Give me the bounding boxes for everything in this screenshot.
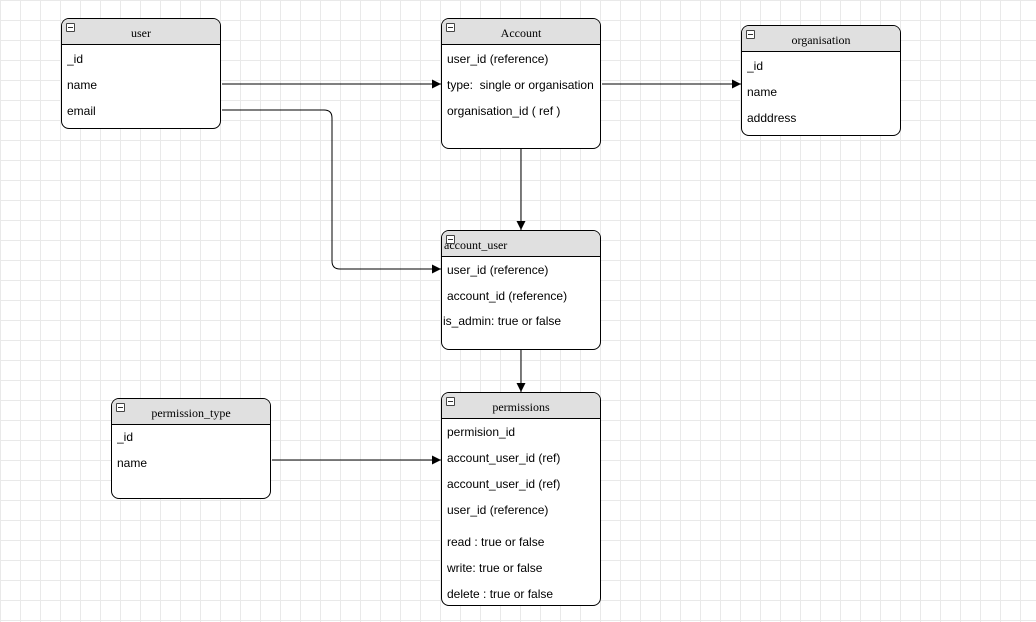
field-row: name	[117, 456, 148, 470]
entity-title: permissions	[492, 400, 550, 414]
entity-account-user[interactable]: account_user user_id (reference) account…	[441, 230, 601, 350]
field-row: user_id (reference)	[447, 52, 549, 66]
entity-header[interactable]: permissions	[442, 393, 600, 419]
collapse-icon[interactable]	[66, 23, 75, 32]
field-row: name	[67, 78, 98, 92]
entity-header[interactable]: organisation	[742, 26, 900, 52]
field-row: user_id (reference)	[447, 503, 549, 517]
field-row: _id	[117, 430, 134, 444]
field-row: read : true or false	[447, 535, 545, 549]
field-row: name	[747, 85, 778, 99]
collapse-icon[interactable]	[446, 397, 455, 406]
collapse-icon[interactable]	[446, 23, 455, 32]
collapse-icon[interactable]	[116, 403, 125, 412]
entity-organisation[interactable]: organisation _id name adddress	[741, 25, 901, 136]
field-row: account_user_id (ref)	[447, 477, 561, 491]
field-row: account_id (reference)	[447, 289, 568, 303]
entity-header[interactable]: permission_type	[112, 399, 270, 425]
field-row: type: single or organisation	[447, 78, 594, 92]
field-row: organisation_id ( ref )	[447, 104, 561, 118]
field-row: is_admin: true or false	[443, 314, 562, 328]
entity-title: permission_type	[151, 406, 231, 420]
field-row: permision_id	[447, 425, 516, 439]
entity-title: Account	[500, 26, 542, 40]
field-row: _id	[67, 52, 84, 66]
entity-permission-type[interactable]: permission_type _id name	[111, 398, 271, 499]
entity-header[interactable]: Account	[442, 19, 600, 45]
entity-title: account_user	[444, 238, 508, 252]
edge-user-email-to-account-user[interactable]	[222, 109, 441, 274]
entity-user[interactable]: user _id name email	[61, 18, 221, 129]
entity-title: user	[131, 26, 151, 40]
entity-permissions[interactable]: permissions permision_id account_user_id…	[441, 392, 601, 606]
entity-account[interactable]: Account user_id (reference) type: single…	[441, 18, 601, 149]
field-row: user_id (reference)	[447, 263, 549, 277]
field-row: delete : true or false	[447, 587, 554, 601]
field-row: _id	[747, 59, 764, 73]
collapse-icon[interactable]	[746, 30, 755, 39]
entity-header[interactable]: account_user	[442, 231, 600, 257]
field-row: account_user_id (ref)	[447, 451, 561, 465]
collapse-icon[interactable]	[446, 235, 455, 244]
entity-title: organisation	[791, 33, 851, 47]
field-row: write: true or false	[447, 561, 543, 575]
entity-header[interactable]: user	[62, 19, 220, 45]
field-row: email	[67, 104, 96, 118]
field-row: adddress	[747, 111, 797, 125]
